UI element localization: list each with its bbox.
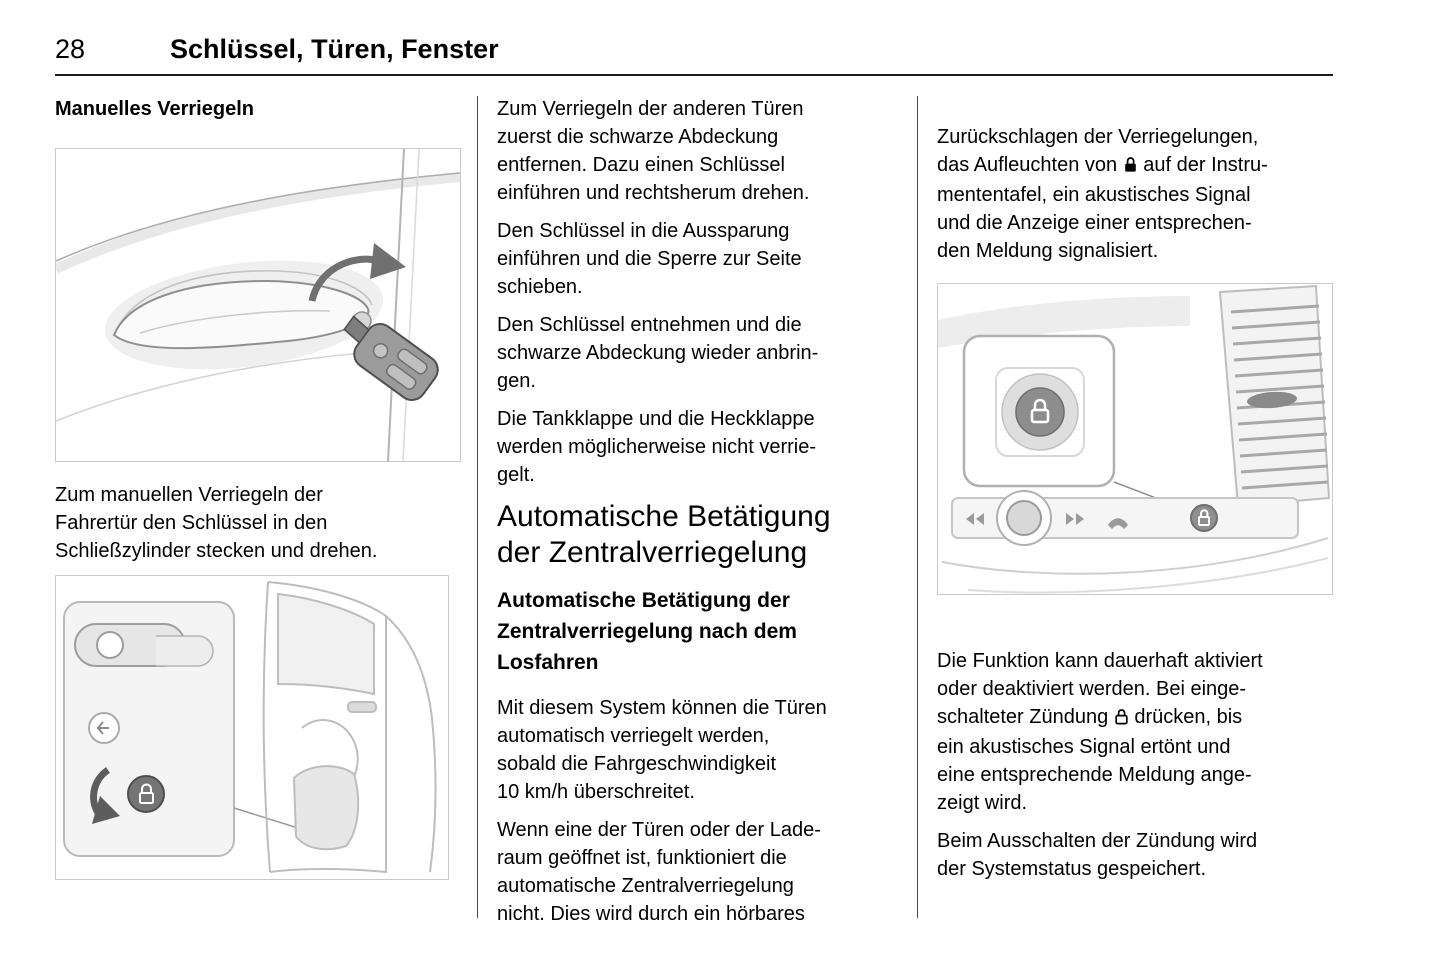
paragraph: Zum manuellen Verriegeln der Fahrertür d… [55, 484, 378, 562]
door-lock-mechanism-figure [55, 575, 449, 880]
paragraph: Den Schlüssel entnehmen und die schwarze… [497, 314, 819, 392]
right-column: Zurückschlagen der Verriegelungen, das A… [937, 95, 1337, 893]
page-number: 28 [55, 34, 86, 64]
section-heading-automatic-locking: Automatische Betätigung der Zentralverri… [497, 500, 831, 569]
lock-icon [1030, 398, 1050, 424]
paragraph: Mit diesem System können die Türen autom… [497, 697, 827, 803]
paragraph-text: drücken, bis ein akustisches Signal ertö… [937, 706, 1252, 814]
paragraph: Den Schlüssel in die Aussparung einführe… [497, 220, 802, 298]
rotate-arrow [308, 243, 406, 302]
section-heading-manual-locking: Manuelles Verriegeln [55, 98, 254, 120]
paragraph: Die Tankklappe und die Heckklappe werden… [497, 408, 817, 486]
open-rear-door-drawing [262, 581, 437, 874]
middle-column: Zum Verriegeln der anderen Türen zuerst … [497, 95, 895, 938]
lock-button-inset-drawing [962, 334, 1116, 488]
lock-icon [139, 783, 154, 804]
door-handle-key-figure [55, 148, 461, 462]
page-header: 28 Schlüssel, Türen, Fenster [55, 34, 499, 65]
lock-button-icon [1114, 705, 1129, 733]
paragraph-text: Zurückschlagen der Verriegelungen, das A… [937, 126, 1259, 176]
air-vent-drawing [1218, 284, 1331, 508]
key-fob-drawing [343, 315, 439, 401]
paragraph: Zum Verriegeln der anderen Türen zuerst … [497, 98, 810, 204]
paragraph-text: Die Funktion kann dauerhaft aktiviert od… [937, 650, 1263, 728]
console-lock-button-figure [937, 283, 1333, 595]
left-column: Manuelles Verriegeln [55, 95, 461, 880]
paragraph: Beim Ausschalten der Zündung wird der Sy… [937, 830, 1258, 880]
column-divider-2 [917, 96, 918, 918]
sub-heading-auto-lock-driveoff: Automatische Betätigung der Zentralverri… [497, 589, 797, 674]
lock-indicator-icon [1123, 153, 1138, 181]
central-locking-button-drawing [1190, 504, 1218, 532]
paragraph: Wenn eine der Türen oder der Lade- raum … [497, 819, 821, 925]
lock-panel-drawing [63, 601, 235, 857]
column-divider-1 [477, 96, 478, 918]
paragraph-text: auf der Instru- mententafel, ein akustis… [937, 154, 1268, 262]
paragraph: Die Funktion kann dauerhaft aktiviert od… [937, 619, 1337, 817]
header-rule [55, 74, 1333, 76]
chapter-title: Schlüssel, Türen, Fenster [170, 34, 499, 64]
paragraph: Zurückschlagen der Verriegelungen, das A… [937, 95, 1337, 265]
control-bar-drawing [951, 490, 1299, 546]
